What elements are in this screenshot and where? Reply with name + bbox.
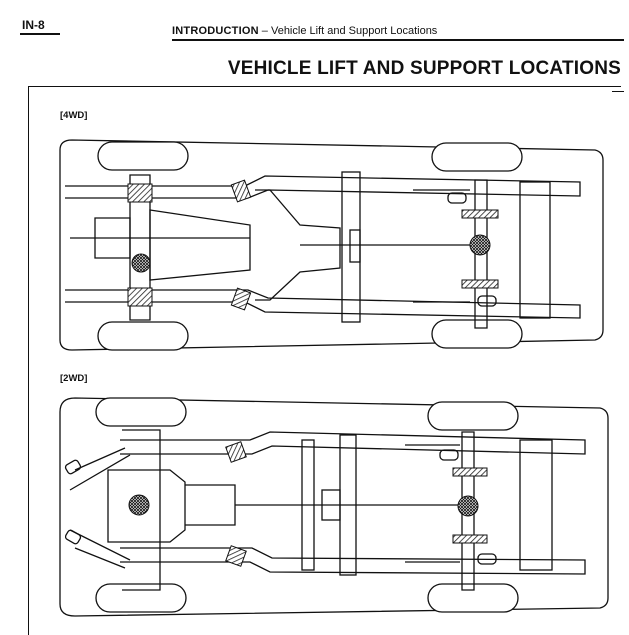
page-number-rule — [20, 33, 60, 35]
figure-frame — [28, 86, 621, 635]
support-point-rear-top-2wd — [452, 467, 488, 477]
support-point-front-bottom-4wd — [127, 287, 153, 307]
wheel-front-bottom-4wd — [97, 321, 189, 351]
support-points-4wd — [127, 179, 499, 311]
lift-point-front-2wd — [128, 494, 150, 516]
vehicle-4wd — [59, 139, 604, 351]
frame-rail-bottom-2wd — [120, 547, 586, 575]
page-title: VEHICLE LIFT AND SUPPORT LOCATIONS — [227, 58, 621, 79]
support-point-mid-top-4wd — [230, 179, 252, 203]
frame-rail-top-4wd — [65, 175, 581, 199]
vehicle-2wd — [59, 397, 609, 617]
support-point-rear-bottom-4wd — [461, 279, 499, 289]
lift-point-front-4wd — [131, 253, 151, 273]
support-point-mid-bottom-4wd — [230, 287, 252, 311]
wheel-front-top-4wd — [97, 141, 189, 171]
frame-tick — [612, 91, 624, 92]
wheel-front-top-2wd — [95, 397, 187, 427]
wheel-rear-bottom-4wd — [431, 319, 523, 349]
lift-point-rear-2wd — [457, 495, 479, 517]
support-point-rear-bottom-2wd — [452, 534, 488, 544]
support-point-front-top-4wd — [127, 183, 153, 203]
support-point-front-bottom-2wd — [225, 545, 247, 567]
lift-point-rear-4wd — [469, 234, 491, 256]
page-number: IN-8 — [22, 18, 45, 32]
support-point-front-top-2wd — [225, 441, 247, 463]
frame-rail-bottom-4wd — [65, 289, 581, 319]
running-header: IN-8 INTRODUCTION – Vehicle Lift and Sup… — [0, 0, 629, 44]
diagram-label-2wd: [2WD] — [60, 373, 88, 384]
wheel-rear-top-2wd — [427, 401, 519, 431]
wheel-front-bottom-2wd — [95, 583, 187, 613]
wheel-rear-bottom-2wd — [427, 583, 519, 613]
header-rule — [172, 39, 624, 41]
diagram-label-4wd: [4WD] — [60, 110, 88, 121]
frame-rail-top-2wd — [120, 431, 586, 455]
subsection-name: Vehicle Lift and Support Locations — [270, 25, 438, 37]
support-points-2wd — [128, 441, 488, 567]
body-outline-2wd — [59, 397, 609, 617]
section-name: INTRODUCTION — [172, 25, 259, 37]
header-separator: – — [258, 25, 271, 37]
running-title: INTRODUCTION – Vehicle Lift and Support … — [172, 25, 437, 37]
body-outline-4wd — [59, 139, 604, 351]
wheel-rear-top-4wd — [431, 142, 523, 172]
support-point-rear-top-4wd — [461, 209, 499, 219]
